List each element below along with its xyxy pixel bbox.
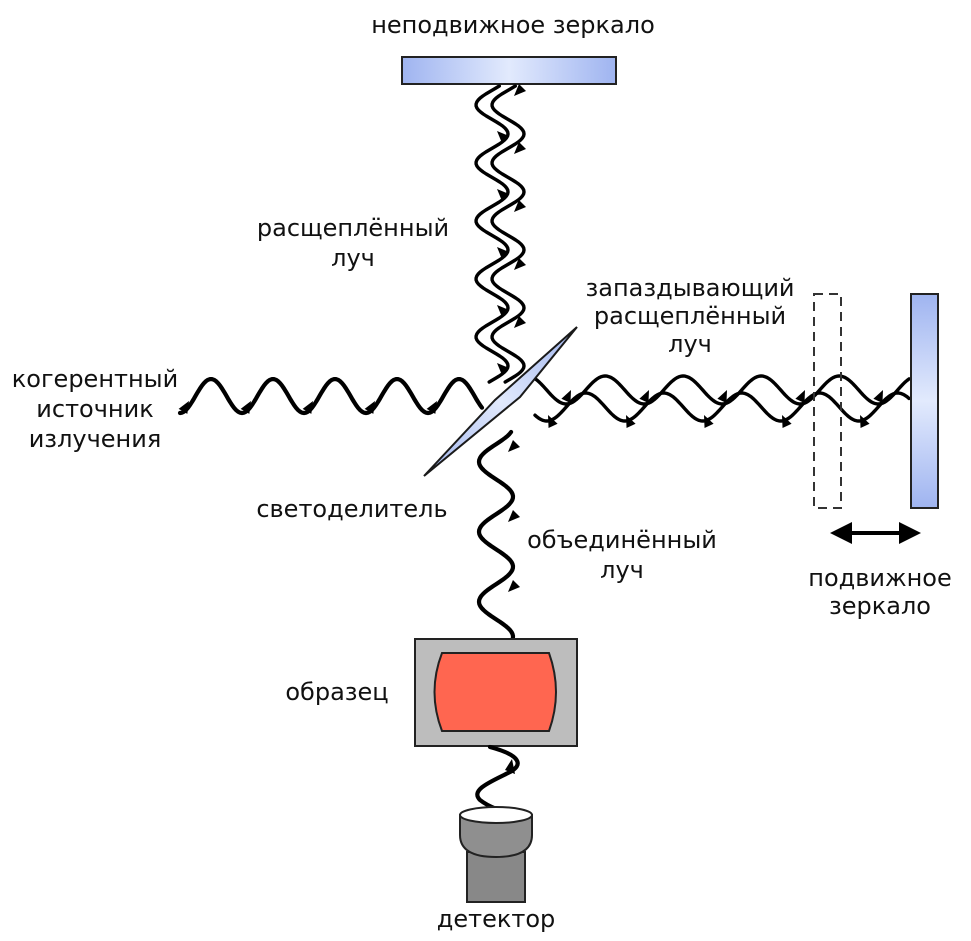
split-beam-arrowhead-up	[497, 305, 510, 318]
detector-label: детектор	[437, 905, 556, 933]
combined-beam-arrowhead	[508, 439, 521, 452]
split-beam-label-line2: луч	[331, 244, 375, 272]
delayed-beam-arrowhead-back	[860, 415, 870, 428]
detector	[459, 806, 533, 903]
split-beam-arrowhead-down	[514, 83, 527, 96]
source-beam-path	[177, 377, 485, 416]
detector-head	[459, 814, 533, 859]
split-beam-arrowhead-up	[497, 363, 510, 376]
delayed-beam-arrowhead-back	[548, 415, 558, 428]
beam-splitter-label: светоделитель	[256, 495, 447, 523]
delayed-beam-arrowhead-back	[704, 415, 714, 428]
split-beam-label-line1: расщеплённый	[257, 214, 449, 242]
detector-beam-path	[475, 744, 520, 818]
delayed-beam-path-back	[533, 391, 911, 423]
sample-cell	[433, 652, 557, 732]
delayed-beam-arrowhead-out	[717, 390, 727, 403]
split-beam-path-up	[490, 84, 526, 384]
split-beam-arrowhead-down	[514, 315, 527, 328]
split-beam-arrowhead-up	[497, 131, 510, 144]
split-beam-vertical	[474, 83, 527, 384]
combined-beam-arrowhead	[508, 579, 521, 592]
split-beam-arrowhead-up	[497, 247, 510, 260]
source-beam-arrowhead	[364, 401, 375, 414]
source-beam	[177, 377, 499, 416]
detector-aperture	[459, 806, 533, 824]
delayed-beam-arrowhead-back	[626, 415, 636, 428]
delayed-beam-label-line2: расщеплённый	[594, 302, 786, 330]
combined-beam-label-line2: луч	[600, 556, 644, 584]
delayed-beam-label-line1: запаздывающий	[585, 274, 794, 302]
delayed-beam-arrowhead-back	[782, 415, 792, 428]
source-beam-arrowhead	[178, 401, 189, 414]
combined-beam-label-line1: объединённый	[527, 526, 717, 554]
detector-base	[466, 851, 526, 903]
source-beam-arrowhead	[302, 401, 313, 414]
movable-mirror	[910, 293, 939, 509]
source-beam-arrowhead	[426, 401, 437, 414]
movable-mirror-label-line2: зеркало	[829, 592, 931, 620]
sample	[414, 638, 578, 747]
sample-label: образец	[285, 678, 388, 706]
movement-double-arrow-icon	[830, 522, 921, 544]
split-beam-arrowhead-up	[497, 189, 510, 202]
source-label-line3: излучения	[29, 425, 162, 453]
split-beam-arrowhead-down	[514, 257, 527, 270]
beam-splitter	[423, 326, 578, 477]
delayed-beam-arrowhead-out	[795, 390, 805, 403]
delayed-beam-path-out	[533, 374, 911, 406]
combined-beam-arrowhead	[508, 509, 521, 522]
source-beam-arrowhead	[240, 401, 251, 414]
delayed-beam-label-line3: луч	[668, 330, 712, 358]
detector-beam-arrowhead	[505, 759, 515, 774]
delayed-beam-arrowhead-out	[873, 390, 883, 403]
combined-beam-path	[476, 429, 516, 641]
combined-beam	[476, 429, 521, 641]
source-label-line1: когерентный	[12, 365, 178, 393]
source-label-line2: источник	[36, 395, 153, 423]
fixed-mirror-label: неподвижное зеркало	[371, 11, 655, 39]
delayed-beam-arrowhead-out	[561, 390, 571, 403]
split-beam-arrowhead-down	[514, 199, 527, 212]
split-beam-path-down	[474, 84, 510, 384]
delayed-beam-arrowhead-out	[639, 390, 649, 403]
split-beam-arrowhead-down	[514, 141, 527, 154]
movable-mirror-label-line1: подвижное	[808, 564, 951, 592]
fixed-mirror	[401, 56, 617, 85]
movable-mirror-alt-position	[813, 293, 842, 509]
delayed-beam-horizontal	[533, 374, 911, 428]
